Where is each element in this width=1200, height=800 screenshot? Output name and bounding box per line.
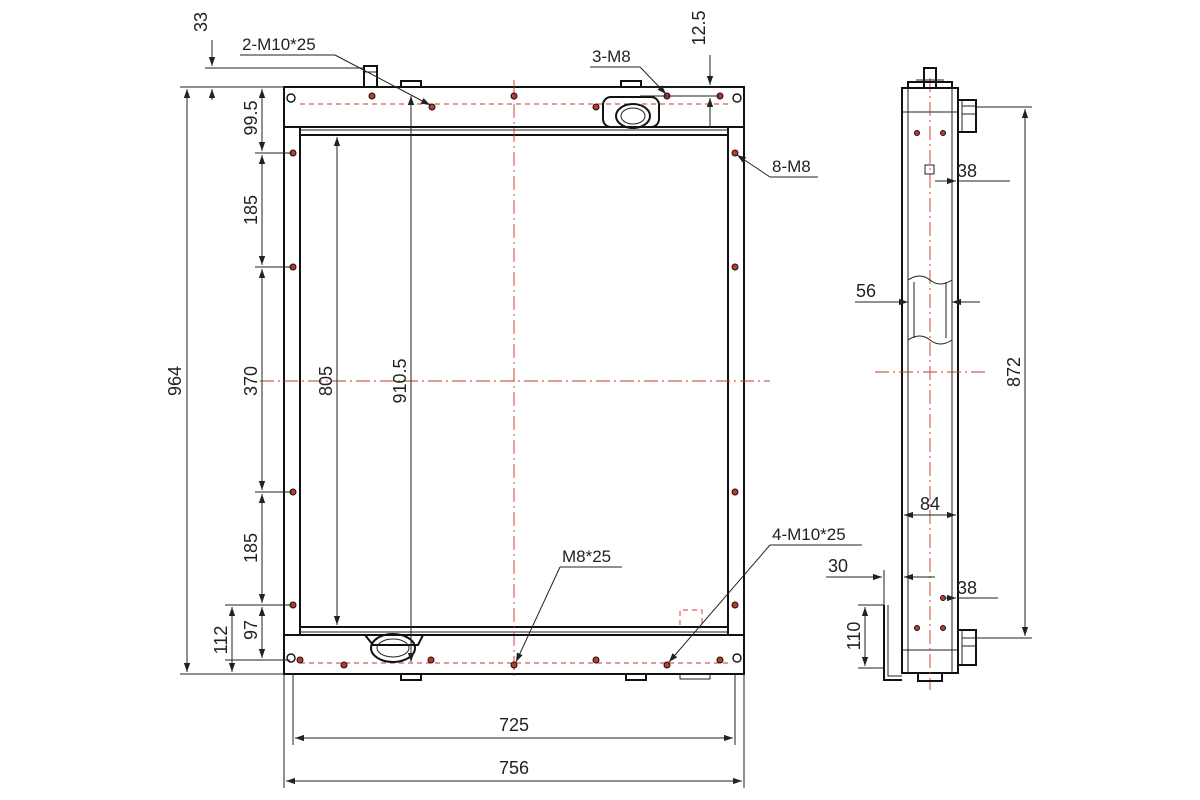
- dim-bottom-offset-b-label: 112: [211, 626, 231, 655]
- side-filler-neck: [916, 67, 944, 89]
- dim-top-callout-offset-label: 12.5: [689, 10, 709, 45]
- top-filler-neck: [363, 65, 378, 88]
- callout-bottom-right-bolts: 4-M10*25: [668, 525, 862, 663]
- dim-mount-spacing-label: 872: [1004, 357, 1024, 387]
- dim-top-offset: 33: [191, 12, 364, 100]
- dim-port-offset-upper: 38: [935, 161, 1010, 185]
- dim-bolt-upper-label: 185: [241, 195, 261, 225]
- corner-hole: [286, 93, 296, 103]
- dim-top-callout-offset: 12.5: [640, 10, 720, 128]
- dim-tank-depth-label: 56: [856, 281, 876, 301]
- side-bolt-holes: [289, 149, 739, 609]
- callout-top-left-bolts-label: 2-M10*25: [242, 35, 316, 54]
- bottom-cap-right: [625, 674, 647, 681]
- corner-hole: [286, 653, 296, 663]
- side-upper-port: [957, 99, 977, 133]
- dim-bracket-height: 110: [844, 604, 884, 669]
- side-lower-port: [957, 629, 977, 666]
- dim-overall-height-label: 964: [165, 366, 185, 396]
- dim-bottom-offsets: 97 112: [211, 604, 290, 672]
- dim-inner-height: 910.5: [390, 96, 415, 662]
- bottom-cap-left: [400, 674, 422, 681]
- corner-hole: [732, 653, 742, 663]
- dim-port-offset-lower-label: 38: [957, 578, 977, 598]
- dim-thickness-label: 84: [920, 494, 940, 514]
- corner-hole: [732, 93, 742, 103]
- bottom-bolt-holes: [296, 656, 724, 669]
- dim-core-height: 805: [316, 137, 341, 625]
- dim-port-offset-upper-label: 38: [957, 161, 977, 181]
- dim-port-offset-lower: 38: [945, 578, 998, 602]
- side-view: 872 38 56 84 30 38: [826, 67, 1032, 690]
- dim-core-width-label: 725: [499, 715, 529, 735]
- dim-top-flange-label: 99.5: [241, 100, 261, 135]
- top-outlet: [602, 96, 660, 129]
- callout-bottom-center-bolt-label: M8*25: [562, 547, 611, 566]
- dim-overall-height: 964: [165, 86, 284, 675]
- front-view: 964 33 99.5 185 370 185: [165, 10, 862, 788]
- dim-overall-width-label: 756: [499, 758, 529, 778]
- dim-thickness: 84: [904, 494, 956, 519]
- callout-side-bolts-label: 8-M8: [772, 157, 811, 176]
- dim-bracket-height-label: 110: [844, 622, 864, 651]
- side-holes: [914, 130, 946, 631]
- dim-core-width: 725: [292, 674, 736, 745]
- bottom-inlet: [290, 633, 733, 663]
- top-cap-right: [620, 80, 642, 87]
- dim-inner-height-label: 910.5: [390, 358, 410, 403]
- callout-bottom-center-bolt: M8*25: [515, 547, 622, 663]
- dim-top-flange: 99.5: [241, 89, 292, 154]
- callout-side-bolts: 8-M8: [736, 154, 818, 178]
- dim-overall-width: 756: [283, 674, 745, 788]
- dim-bracket-offset-label: 30: [828, 556, 848, 576]
- dim-bottom-offset-a-label: 97: [241, 620, 261, 640]
- dim-core-height-label: 805: [316, 366, 336, 396]
- callout-top-right-bolts: 3-M8: [590, 47, 667, 95]
- dim-top-offset-label: 33: [191, 12, 211, 32]
- dim-bolt-chain: 185 370 185: [241, 155, 292, 606]
- callout-bottom-right-bolts-label: 4-M10*25: [772, 525, 846, 544]
- dim-mount-spacing: 872: [976, 106, 1032, 639]
- callout-top-left-bolts: 2-M10*25: [240, 35, 431, 106]
- callout-top-right-bolts-label: 3-M8: [592, 47, 631, 66]
- dim-bracket-offset: 30: [826, 556, 935, 605]
- side-tank-section: [907, 275, 953, 345]
- dim-bolt-mid-label: 370: [241, 366, 261, 396]
- dim-tank-depth: 56: [855, 281, 980, 306]
- dim-bolt-lower-label: 185: [241, 533, 261, 563]
- top-cap-left: [400, 80, 422, 87]
- side-bracket: [883, 605, 902, 681]
